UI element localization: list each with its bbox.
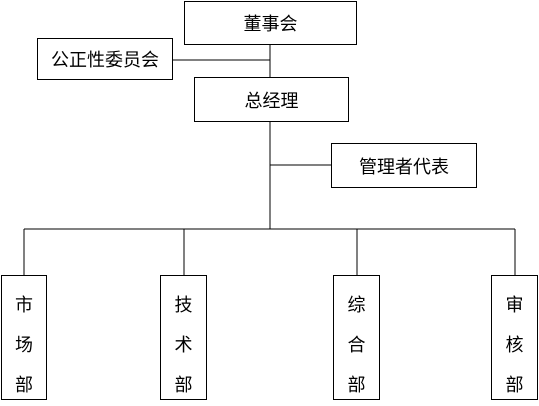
department-market: 市 场 部 — [1, 275, 47, 400]
management-rep-box: 管理者代表 — [331, 143, 477, 188]
department-general-char: 综 — [347, 295, 366, 316]
fairness-committee-box: 公正性委员会 — [37, 38, 173, 80]
department-general: 综 合 部 — [333, 275, 380, 400]
department-general-char: 合 — [347, 335, 366, 356]
general-manager-label: 总经理 — [244, 90, 299, 112]
department-general-char: 部 — [347, 375, 366, 396]
department-audit: 审 核 部 — [491, 275, 538, 400]
general-manager-box: 总经理 — [194, 77, 349, 122]
department-market-char: 场 — [15, 335, 33, 356]
department-tech: 技 术 部 — [160, 275, 207, 400]
department-tech-char: 部 — [174, 375, 193, 396]
board-box: 董事会 — [184, 1, 357, 45]
department-tech-char: 技 — [174, 295, 193, 316]
management-rep-label: 管理者代表 — [359, 156, 449, 178]
department-audit-char: 部 — [505, 375, 524, 396]
department-market-char: 部 — [15, 375, 33, 396]
board-label: 董事会 — [243, 14, 298, 35]
department-market-char: 市 — [15, 295, 33, 316]
department-audit-char: 核 — [505, 335, 524, 356]
fairness-committee-label: 公正性委员会 — [51, 50, 159, 71]
department-audit-char: 审 — [505, 295, 524, 316]
department-tech-char: 术 — [174, 335, 193, 356]
